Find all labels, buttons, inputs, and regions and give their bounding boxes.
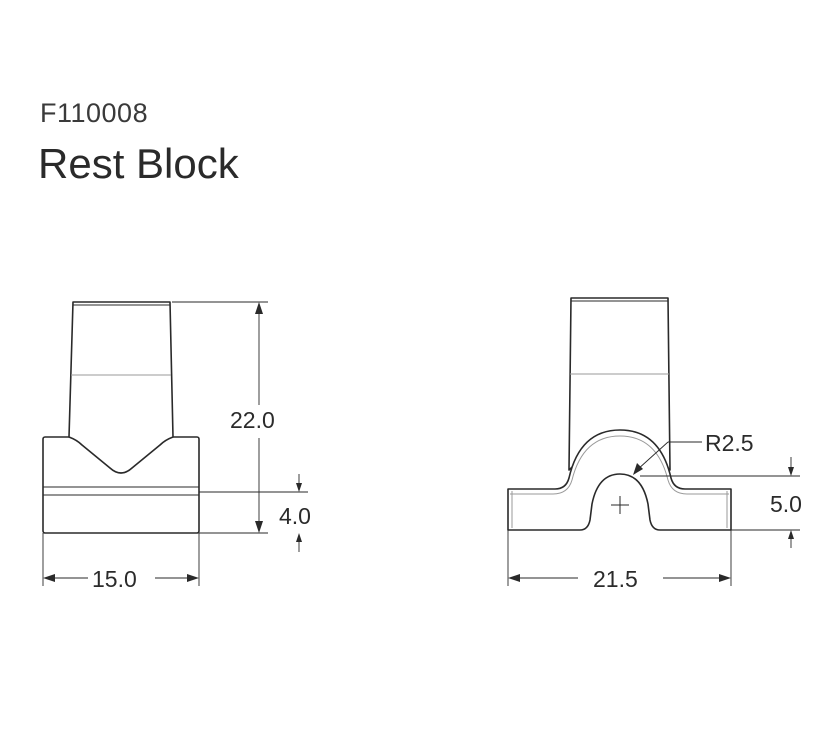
part-name: Rest Block [38,140,239,187]
dim-front-arch-height: 5.0 [640,457,802,548]
dim-side-width-label: 15.0 [92,566,137,592]
front-view-saddle-edge [510,435,729,495]
dim-front-width: 21.5 [507,530,732,592]
dim-side-height-total: 22.0 [172,301,275,534]
dim-side-base-height-label: 4.0 [279,503,311,529]
dim-side-height-total-label: 22.0 [230,407,275,433]
side-view [42,301,200,534]
part-number: F110008 [40,98,149,128]
front-view-saddle [507,429,732,531]
dim-side-base-height: 4.0 [199,474,311,552]
dim-front-radius-label: R2.5 [705,430,754,456]
dim-front-arch-height-label: 5.0 [770,491,802,517]
side-view-post [68,301,174,474]
dim-front-radius: R2.5 [633,430,754,475]
dim-front-width-label: 21.5 [593,566,638,592]
front-view [507,297,732,531]
dim-side-width: 15.0 [42,533,200,592]
